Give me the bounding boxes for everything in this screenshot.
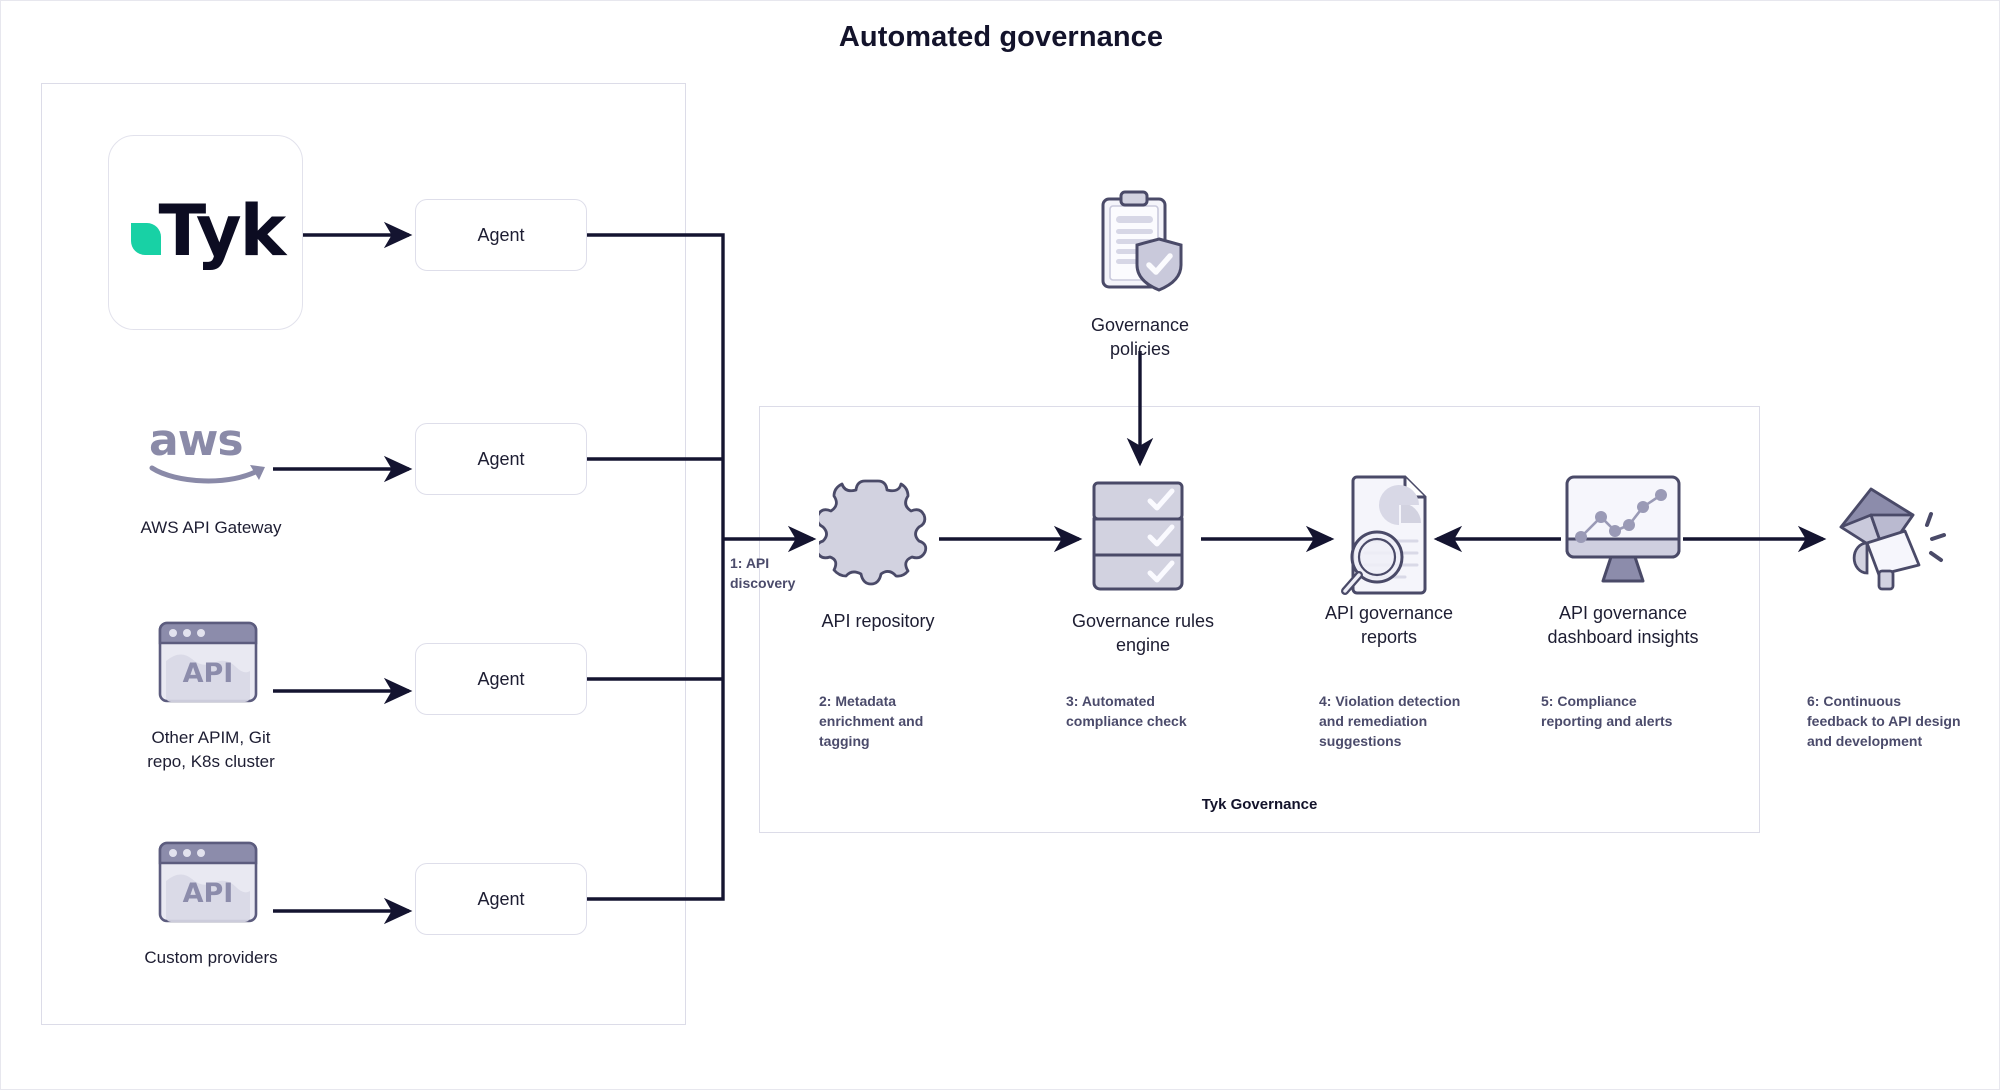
step-label-2-line2: enrichment and	[819, 713, 924, 729]
source-caption-other-apim: Other APIM, Git repo, K8s cluster	[61, 726, 361, 774]
node-caption-rules-engine-line1: Governance rules	[1071, 611, 1215, 631]
step-label-2-line1: 2: Metadata	[819, 693, 897, 709]
governance-policies-caption: Governance policies	[1020, 313, 1260, 361]
tyk-logo-tile: Tyk	[108, 135, 303, 330]
page-title: Automated governance	[838, 21, 1164, 53]
step-label-1-line1: 1: API	[730, 555, 770, 571]
tyk-governance-group-frame	[759, 406, 1760, 833]
governance-policies-caption-line2: policies	[1109, 339, 1171, 359]
source-caption-custom: Custom providers	[144, 948, 278, 967]
agent-box-tyk[interactable]: Agent	[415, 199, 587, 271]
agent-box-other-apim[interactable]: Agent	[415, 643, 587, 715]
svg-text:API: API	[183, 658, 234, 689]
node-caption-reports: API governance reports	[1269, 601, 1509, 649]
rules-stack-icon	[1088, 479, 1192, 600]
step-label-5-line1: 5: Compliance	[1541, 693, 1637, 709]
gear-icon	[814, 476, 937, 599]
step-label-6-line2: feedback to API design	[1807, 713, 1961, 729]
step-label-6-line1: 6: Continuous	[1807, 693, 1902, 709]
step-label-6-line3: and development	[1807, 733, 1923, 749]
agent-box-aws[interactable]: Agent	[415, 423, 587, 495]
node-caption-dashboard: API governance dashboard insights	[1503, 601, 1743, 649]
step-label-4-line3: suggestions	[1319, 733, 1402, 749]
step-label-2-line3: tagging	[819, 733, 870, 749]
report-magnifier-icon	[1339, 473, 1439, 602]
megaphone-envelope-icon	[1827, 481, 1951, 596]
step-label-1: 1: API discovery	[730, 553, 840, 593]
step-label-3-line2: compliance check	[1066, 713, 1187, 729]
tyk-governance-group-label: Tyk Governance	[1201, 796, 1318, 813]
tyk-leaf-icon	[130, 222, 161, 255]
node-caption-dashboard-line2: dashboard insights	[1547, 627, 1699, 647]
step-label-4-line2: and remediation	[1319, 713, 1428, 729]
api-window-icon-other: API	[158, 621, 258, 703]
step-label-2: 2: Metadata enrichment and tagging	[819, 691, 969, 751]
node-caption-reports-line2: reports	[1360, 627, 1418, 647]
governance-policies-caption-line1: Governance	[1090, 315, 1190, 335]
step-label-6: 6: Continuous feedback to API design and…	[1807, 691, 2000, 751]
node-caption-dashboard-line1: API governance	[1558, 603, 1688, 623]
aws-smile-icon	[149, 465, 265, 484]
node-caption-reports-line1: API governance	[1324, 603, 1454, 623]
node-caption-api-repository: API repository	[821, 611, 935, 631]
source-caption-other-apim-line1: Other APIM, Git	[151, 728, 271, 747]
aws-logo-icon: aws	[149, 415, 274, 484]
monitor-chart-icon	[1563, 473, 1683, 594]
svg-text:API: API	[183, 878, 234, 909]
api-window-icon-custom: API	[158, 841, 258, 923]
step-label-5: 5: Compliance reporting and alerts	[1541, 691, 1731, 731]
step-label-1-line2: discovery	[730, 575, 796, 591]
step-label-4: 4: Violation detection and remediation s…	[1319, 691, 1519, 751]
aws-wordmark: aws	[149, 415, 244, 466]
step-label-5-line2: reporting and alerts	[1541, 713, 1673, 729]
source-caption-other-apim-line2: repo, K8s cluster	[147, 752, 275, 771]
source-caption-aws: AWS API Gateway	[140, 518, 282, 537]
node-caption-rules-engine: Governance rules engine	[1023, 609, 1263, 657]
tyk-wordmark: Tyk	[158, 189, 287, 272]
step-label-3: 3: Automated compliance check	[1066, 691, 1236, 731]
step-label-3-line1: 3: Automated	[1066, 693, 1155, 709]
tyk-logo-icon: Tyk	[130, 193, 286, 273]
agent-box-custom[interactable]: Agent	[415, 863, 587, 935]
step-label-4-line1: 4: Violation detection	[1319, 693, 1461, 709]
clipboard-shield-icon	[1099, 189, 1183, 300]
node-caption-rules-engine-line2: engine	[1115, 635, 1171, 655]
